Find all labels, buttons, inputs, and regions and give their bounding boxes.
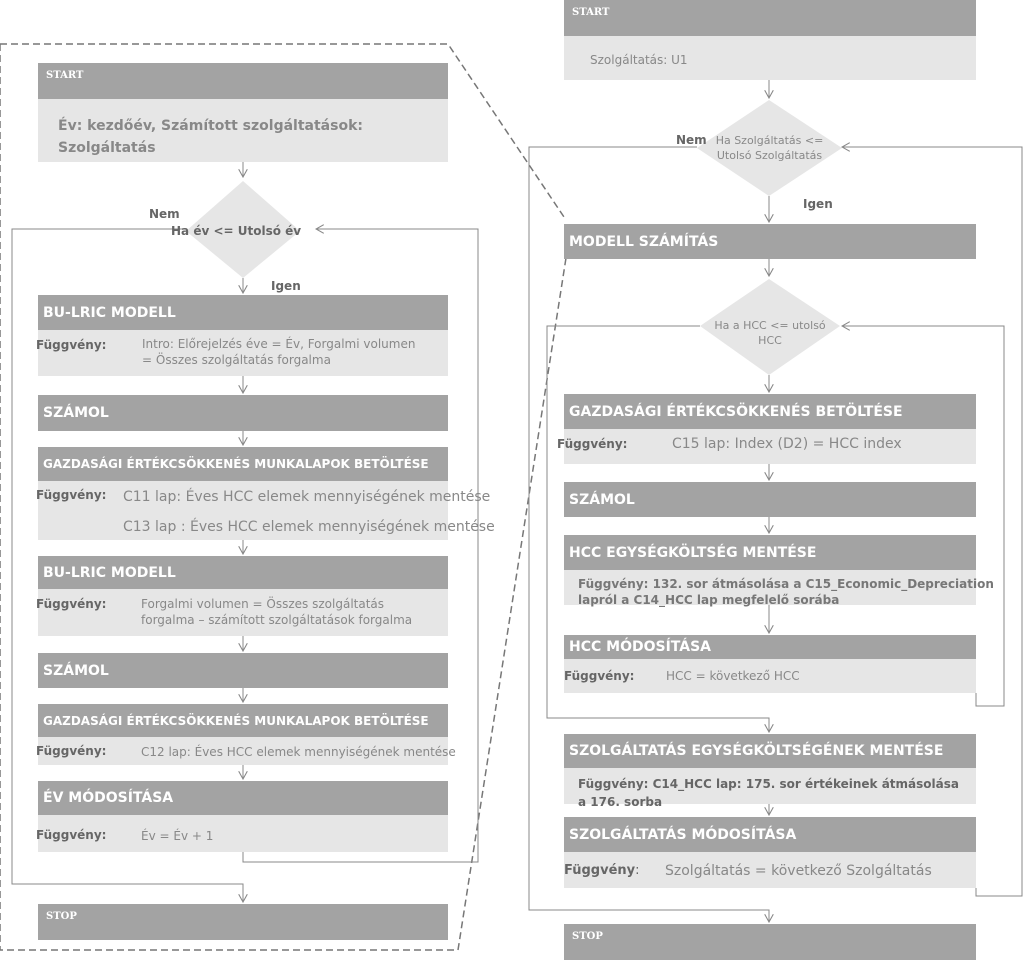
left-gazd-1-text-1: C11 lap: Éves HCC elemek mennyiségének m… [123,489,491,505]
right-decision-1-line1: Ha Szolgáltatás <= [715,134,824,147]
decision-diamond-service [697,100,842,196]
right-szamol-box: SZÁMOL [564,482,976,517]
right-yes-label-1: Igen [803,197,833,211]
left-no-label: Nem [149,207,180,221]
right-decision-2-line2: HCC [758,334,782,347]
right-decision-2-line1: Ha a HCC <= utolsó [714,319,826,332]
left-bu-lric-1-text-2: = Összes szolgáltatás forgalma [142,353,331,367]
left-bu-lric-1-header: BU-LRIC MODELL [38,295,448,330]
left-bu-lric-2-body [38,589,448,636]
right-gazd-text: C15 lap: Index (D2) = HCC index [672,436,902,452]
left-bu-lric-2-text-2: forgalma – számított szolgáltatások forg… [141,613,413,627]
right-init-box [564,36,976,80]
left-init-box [38,99,448,162]
right-hcc-ment-body [564,570,976,605]
right-szolg-ment-body [564,768,976,804]
right-decision-1-text: Ha Szolgáltatás <= Utolsó Szolgáltatás [707,133,832,163]
right-szolg-ment-text-2: a 176. sorba [578,795,663,809]
right-hcc-ment-text-1: Függvény: 132. sor átmásolása a C15_Econ… [578,577,994,591]
left-start-box: START [38,63,448,99]
left-gazd-1-text-2: C13 lap : Éves HCC elemek mennyiségének … [123,519,495,535]
left-decision-text: Ha év <= Utolsó év [171,224,302,238]
left-szamol-1-box: SZÁMOL [38,395,448,431]
right-no-label-1: Nem [676,133,707,147]
left-bu-lric-2-text-1: Forgalmi volumen = Összes szolgáltatás [141,597,385,611]
right-szolg-mod-fn-colon: : [635,863,640,878]
decision-diamond-hcc [700,279,840,375]
left-gazd-2-text: C12 lap: Éves HCC elemek mennyiségének m… [141,745,456,759]
right-szolg-mod-body [564,852,976,888]
right-gazd-fn-label: Függvény: [557,437,628,451]
left-gazd-1-fn-label: Függvény: [36,488,107,502]
left-bu-lric-2-fn-label: Függvény: [36,597,107,611]
left-bu-lric-1-text-1: Intro: Előrejelzés éve = Év, Forgalmi vo… [142,337,416,351]
right-hcc-mod-fn-label: Függvény: [564,669,635,683]
decision-diamond-year [186,181,300,278]
left-ev-mod-body [38,815,448,852]
left-gazd-1-body [38,481,448,540]
left-ev-mod-text: Év = Év + 1 [141,829,214,843]
right-szolg-mod-fn-label: Függvény: [564,863,640,878]
right-modell-box: MODELL SZÁMÍTÁS [564,224,976,259]
right-gazd-header: GAZDASÁGI ÉRTÉKCSÖKKENÉS BETÖLTÉSE [564,394,976,429]
right-hcc-ment-header: HCC EGYSÉGKÖLTSÉG MENTÉSE [564,535,976,570]
right-szolg-mod-fn-word: Függvény [564,863,636,878]
left-gazd-2-fn-label: Függvény: [36,744,107,758]
left-init-text-1: Év: kezdőév, Számított szolgáltatások: [58,118,363,134]
right-szolg-mod-text: Szolgáltatás = következő Szolgáltatás [665,863,932,879]
right-gazd-body [564,429,976,464]
left-init-text-2: Szolgáltatás [58,140,156,156]
left-ev-mod-header: ÉV MÓDOSÍTÁSA [38,781,448,815]
right-hcc-ment-text-2: lapról a C14_HCC lap megfelelő sorába [578,593,840,607]
left-bu-lric-1-body [38,330,448,376]
right-start-box: START [564,0,976,36]
right-decision-1-line2: Utolsó Szolgáltatás [716,149,823,162]
right-init-text: Szolgáltatás: U1 [590,53,688,67]
left-gazd-2-body [38,737,448,765]
left-gazd-1-header: GAZDASÁGI ÉRTÉKCSÖKKENÉS MUNKALAPOK BETÖ… [38,447,448,481]
right-hcc-mod-body [564,659,976,693]
right-szolg-mod-header: SZOLGÁLTATÁS MÓDOSÍTÁSA [564,817,976,852]
right-szolg-ment-text-1: Függvény: C14_HCC lap: 175. sor értékein… [578,777,959,791]
left-bu-lric-1-fn-label: Függvény: [36,338,107,352]
left-szamol-2-box: SZÁMOL [38,653,448,688]
right-stop-box: STOP [564,924,976,960]
right-szolg-ment-header: SZOLGÁLTATÁS EGYSÉGKÖLTSÉGÉNEK MENTÉSE [564,734,976,768]
left-stop-box: STOP [38,904,448,940]
left-ev-mod-fn-label: Függvény: [36,828,107,842]
left-gazd-2-header: GAZDASÁGI ÉRTÉKCSÖKKENÉS MUNKALAPOK BETÖ… [38,704,448,737]
right-decision-2-text: Ha a HCC <= utolsó HCC [705,318,835,348]
right-hcc-mod-text: HCC = következő HCC [666,669,800,683]
left-bu-lric-2-header: BU-LRIC MODELL [38,556,448,589]
right-hcc-mod-header: HCC MÓDOSÍTÁSA [564,635,976,659]
left-yes-label: Igen [271,279,301,293]
